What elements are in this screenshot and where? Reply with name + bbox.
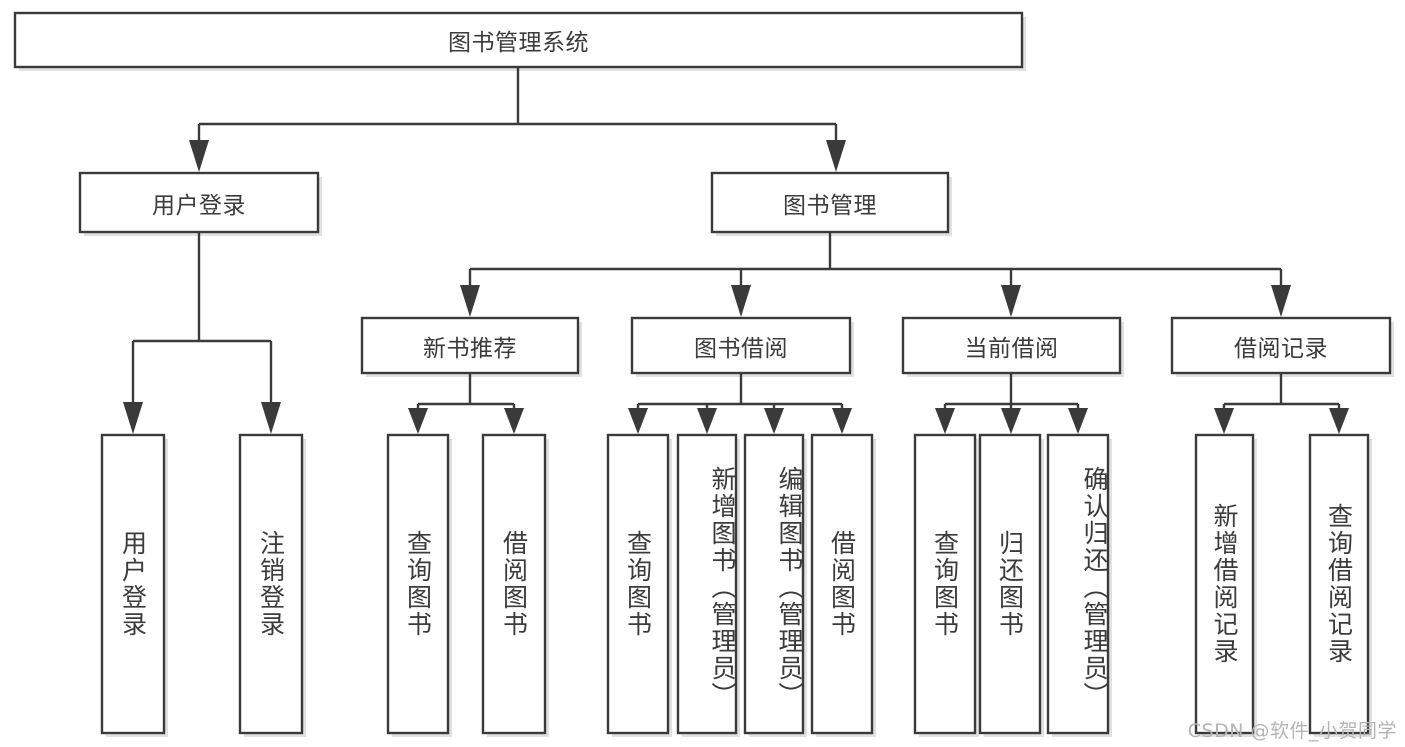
leaf-box-user-login[interactable]: [100, 433, 166, 735]
connector-borrow-record-to-leaves: [1214, 373, 1349, 434]
leaf-box-query-book-2[interactable]: [606, 433, 670, 735]
leaf-box-query-book-1[interactable]: [386, 433, 450, 735]
level3-box-new-book-recommend[interactable]: [360, 316, 580, 375]
connector-current-borrow-to-leaves: [935, 373, 1088, 434]
leaf-box-borrow-book-1[interactable]: [481, 433, 547, 735]
connector-book-management-to-level3: [460, 232, 1291, 317]
level3-box-book-borrow[interactable]: [630, 316, 852, 375]
leaf-box-return-book[interactable]: [978, 433, 1042, 735]
leaf-box-logout[interactable]: [238, 433, 304, 735]
level2-box-user-login[interactable]: [78, 171, 320, 234]
leaf-box-query-borrow-record[interactable]: [1308, 433, 1370, 735]
connector-user-login-to-leaves: [123, 232, 281, 434]
level3-box-borrow-record[interactable]: [1170, 316, 1392, 375]
connector-root-to-level2: [189, 67, 846, 172]
leaf-box-edit-book-admin[interactable]: [743, 433, 805, 735]
leaf-box-confirm-return-admin[interactable]: [1046, 433, 1110, 735]
leaf-box-borrow-book-2[interactable]: [810, 433, 874, 735]
level2-box-book-management[interactable]: [710, 171, 950, 234]
root-box[interactable]: [13, 11, 1024, 69]
connector-book-borrow-to-leaves: [628, 373, 852, 434]
leaf-box-add-book-admin[interactable]: [676, 433, 738, 735]
leaf-box-add-borrow-record[interactable]: [1194, 433, 1255, 735]
level3-box-current-borrow[interactable]: [901, 316, 1122, 375]
connector-new-book-to-leaves: [408, 373, 524, 434]
leaf-box-query-book-3[interactable]: [913, 433, 977, 735]
